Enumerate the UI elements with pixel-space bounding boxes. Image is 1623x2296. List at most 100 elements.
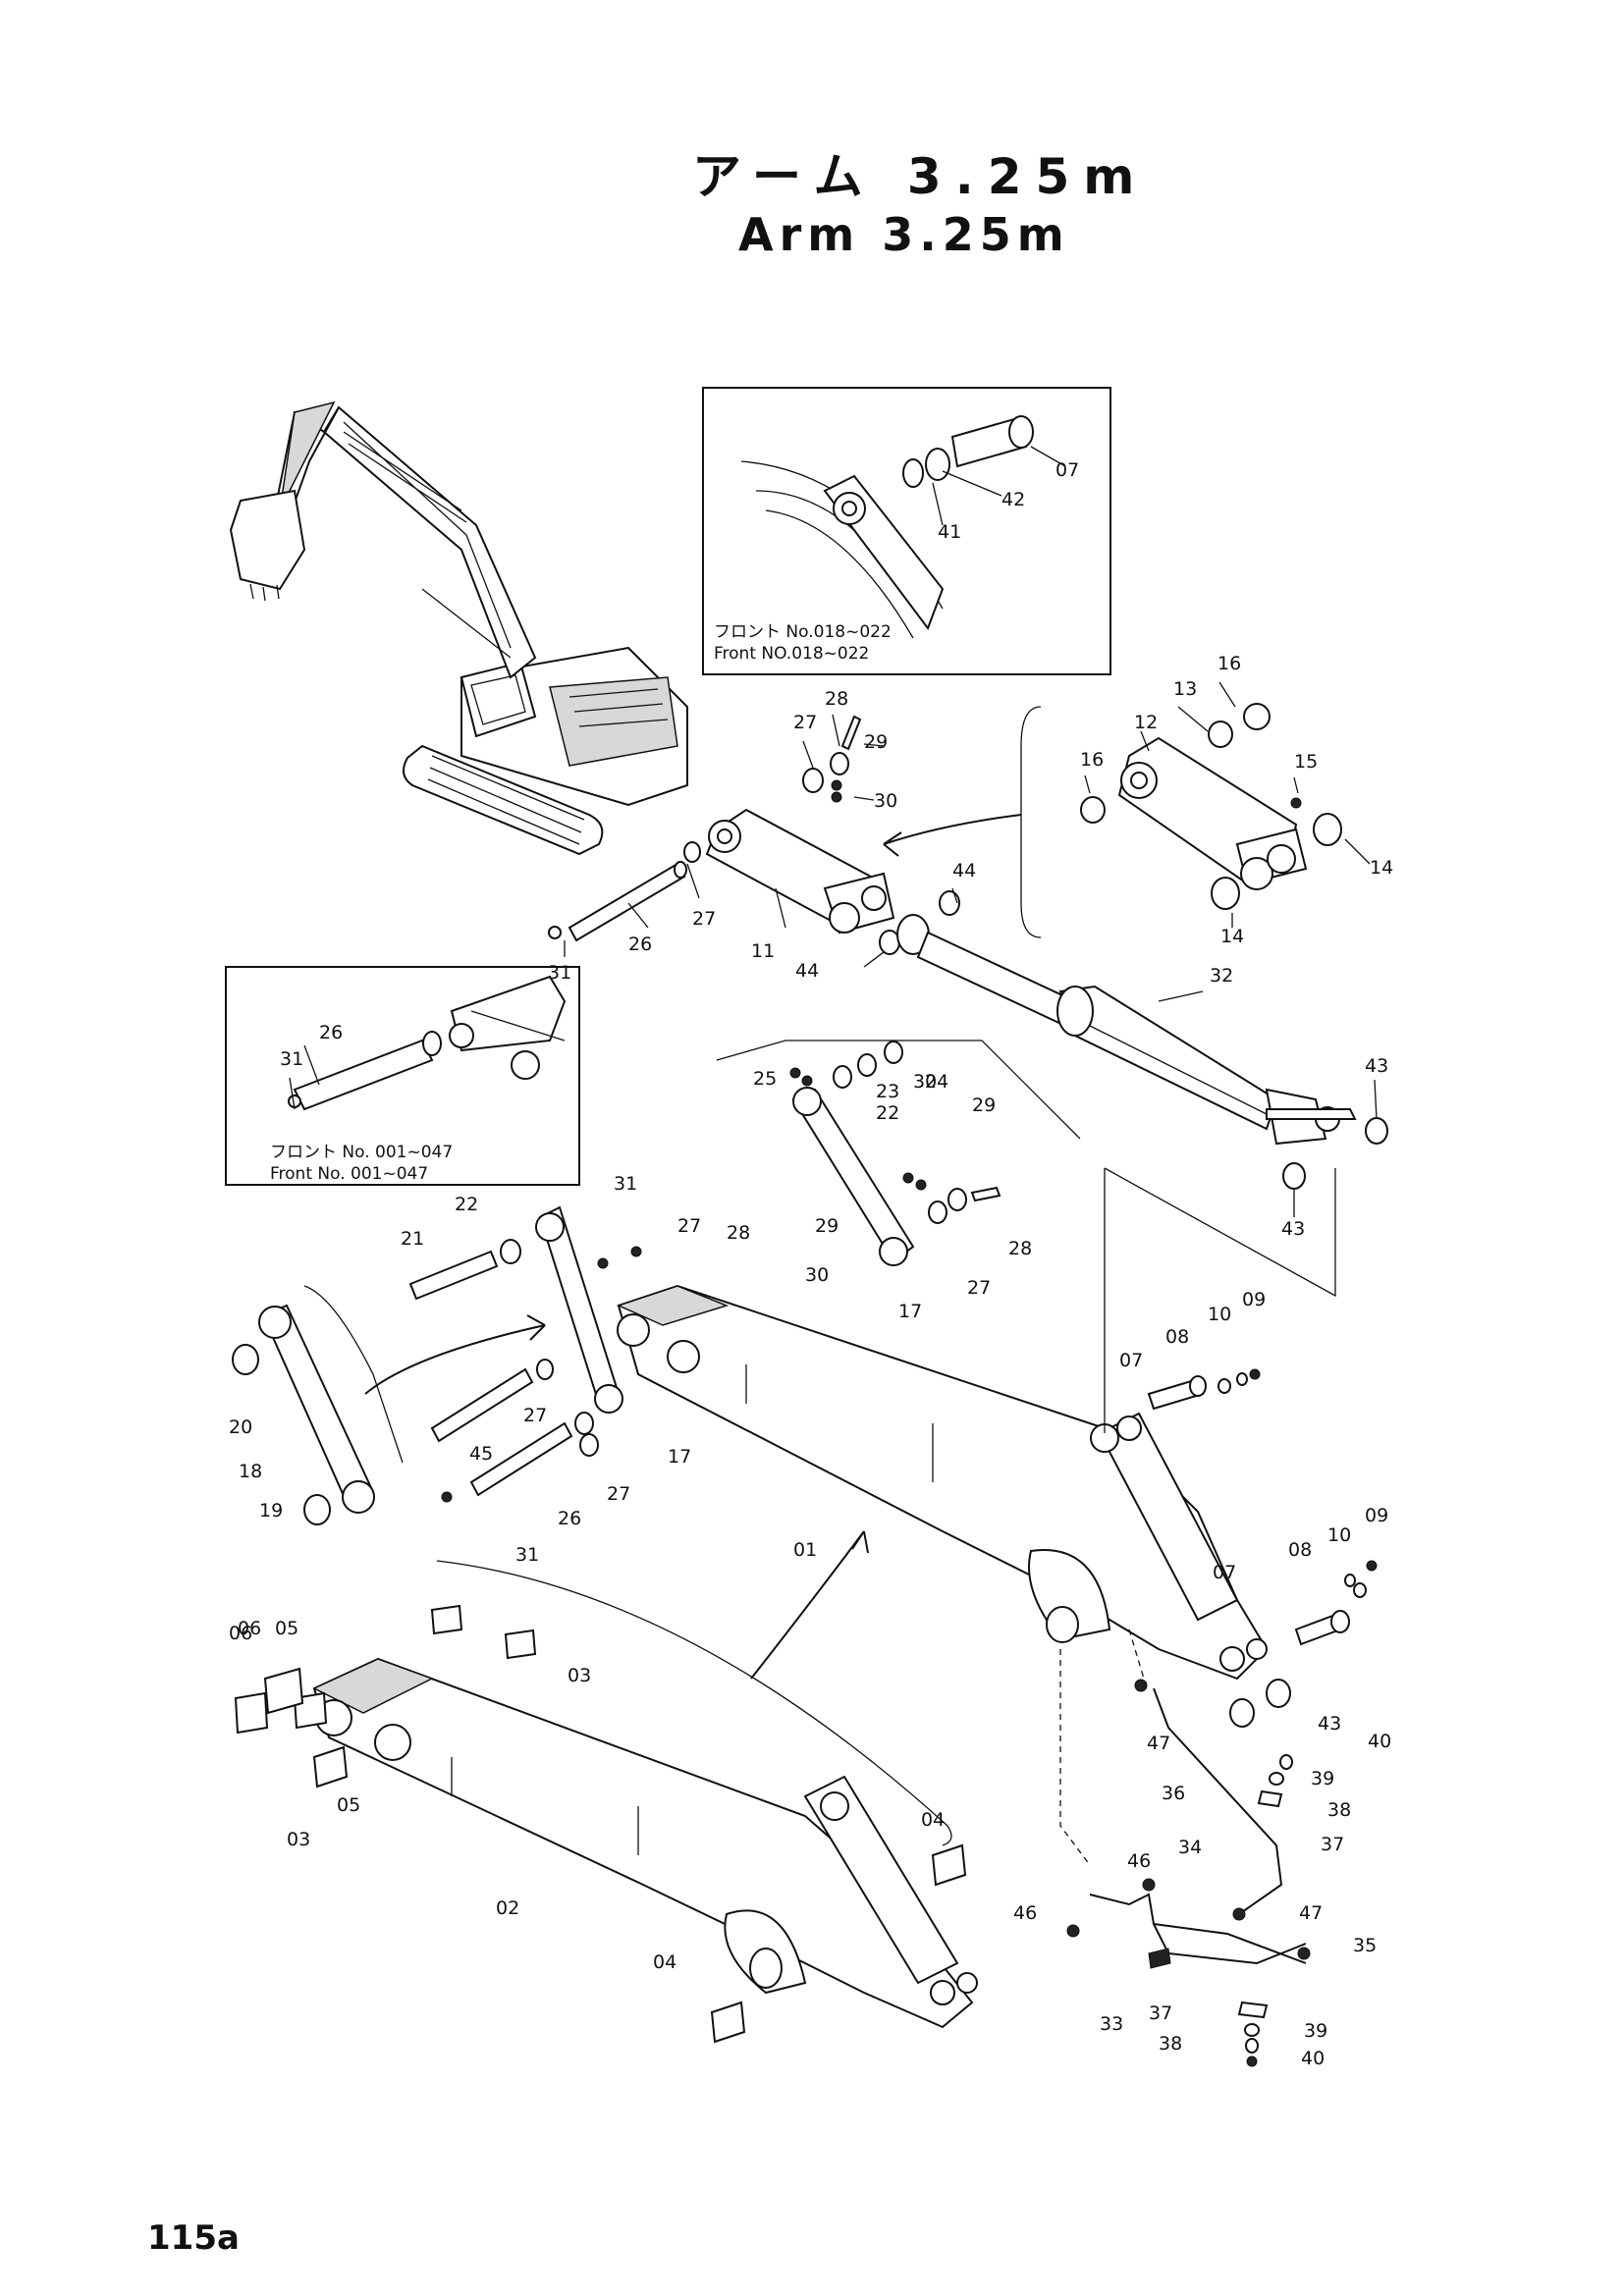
hydraulic-lines — [1059, 1629, 1311, 2067]
callout-label: 28 — [727, 1222, 750, 1244]
callout-label: 17 — [898, 1301, 922, 1322]
callout-label: 43 — [1281, 1218, 1305, 1240]
callout-label: 40 — [1368, 1731, 1391, 1752]
callout-label: 41 — [938, 521, 961, 543]
callout-label: 34 — [1178, 1837, 1202, 1858]
callout-label: 33 — [1100, 2013, 1123, 2035]
excavator-overview-illustration — [229, 400, 688, 856]
callout-label: 27 — [967, 1277, 991, 1299]
inset-box-front-001-047 — [225, 966, 580, 1186]
callout-label: 29 — [815, 1215, 839, 1237]
callout-label: 19 — [259, 1500, 283, 1522]
page-title-en: Arm 3.25m — [738, 208, 1070, 261]
link-12-detail — [883, 703, 1342, 938]
callout-label: 05 — [275, 1618, 298, 1639]
callout-label: 14 — [1370, 857, 1393, 879]
callout-label: 28 — [1008, 1238, 1032, 1259]
callout-label: 39 — [1304, 2020, 1327, 2042]
callout-label: 26 — [319, 1022, 343, 1043]
callout-label: 01 — [793, 1539, 817, 1561]
callout-label: 45 — [469, 1443, 493, 1465]
callout-label: 16 — [1080, 749, 1104, 771]
callout-label: 47 — [1147, 1733, 1170, 1754]
link-17-upper — [716, 1040, 1081, 1266]
arm-01 — [616, 1167, 1378, 1728]
cylinder-32 — [916, 931, 1388, 1190]
callout-label: 20 — [229, 1416, 252, 1438]
callout-label: 14 — [1220, 926, 1244, 947]
callout-label: 38 — [1327, 1799, 1351, 1821]
callout-label: 26 — [628, 934, 652, 955]
callout-label: 31 — [614, 1173, 637, 1195]
callout-label: 05 — [337, 1794, 360, 1816]
callout-label: 07 — [1119, 1350, 1143, 1371]
inset-note-jp: フロント No. 001~047 — [270, 1143, 454, 1162]
callout-label: 46 — [1013, 1902, 1037, 1924]
inset-note-en: Front NO.018~022 — [714, 644, 870, 664]
callout-label: 28 — [825, 688, 848, 710]
inset-note-jp: フロント No.018~022 — [714, 622, 892, 642]
callout-label: 07 — [1213, 1562, 1236, 1583]
callout-label: 10 — [1327, 1524, 1351, 1546]
callout-label: 36 — [1162, 1783, 1185, 1804]
callout-label: 27 — [607, 1483, 630, 1505]
callout-label: 42 — [1001, 489, 1025, 510]
callout-label: 43 — [1365, 1055, 1388, 1077]
callout-label: 37 — [1149, 2002, 1172, 2024]
callout-label: 39 — [1311, 1768, 1334, 1789]
arm-02 — [234, 1530, 978, 2044]
callout-label: 21 — [401, 1228, 424, 1250]
callout-label: 17 — [668, 1446, 691, 1468]
callout-label: 27 — [677, 1215, 701, 1237]
callout-label: 47 — [1299, 1902, 1323, 1924]
callout-label: 29 — [864, 731, 888, 753]
callout-label: 46 — [1127, 1850, 1151, 1872]
callout-label: 02 — [496, 1897, 519, 1919]
inset-note-front-018-022: フロント No.018~022 Front NO.018~022 — [714, 621, 892, 665]
callout-label: 44 — [795, 960, 819, 982]
callout-label: 44 — [952, 860, 976, 881]
callout-label: 31 — [280, 1048, 303, 1070]
callout-label: 10 — [1208, 1304, 1231, 1325]
callout-label: 03 — [287, 1829, 310, 1850]
callout-label: 15 — [1294, 751, 1318, 773]
callout-label: 06 — [238, 1618, 261, 1639]
callout-label: 03 — [568, 1665, 591, 1686]
callout-label: 38 — [1159, 2033, 1182, 2055]
callout-label: 04 — [921, 1809, 945, 1831]
callout-label: 25 — [753, 1068, 777, 1090]
link-11-assembly — [548, 715, 960, 955]
page-number: 115a — [147, 2218, 240, 2258]
callout-label: 09 — [1242, 1289, 1266, 1310]
page-title-jp: アーム 3.25m — [692, 148, 1149, 205]
callout-label: 22 — [455, 1194, 478, 1215]
callout-label: 40 — [1301, 2048, 1325, 2069]
link-18 — [232, 1285, 546, 1525]
callout-label: 08 — [1165, 1326, 1189, 1348]
callout-label: 12 — [1134, 712, 1158, 733]
inset-note-front-001-047: フロント No. 001~047 Front No. 001~047 — [270, 1142, 453, 1185]
callout-label: 31 — [548, 962, 571, 984]
leader-lines — [289, 446, 1378, 1217]
callout-label: 18 — [239, 1461, 262, 1482]
callout-label: 35 — [1353, 1935, 1377, 1956]
callout-label: 07 — [1055, 459, 1079, 481]
callout-label: 31 — [515, 1544, 539, 1566]
inset-note-en: Front No. 001~047 — [270, 1164, 429, 1184]
callout-label: 06 — [229, 1623, 252, 1644]
callout-label: 30 — [874, 790, 897, 812]
callout-label: 26 — [558, 1508, 581, 1529]
callout-label: 27 — [523, 1405, 547, 1426]
callout-label: 16 — [1217, 653, 1241, 674]
callout-label: 23 — [876, 1081, 899, 1102]
callout-label: 27 — [692, 908, 716, 930]
callout-label: 13 — [1173, 678, 1197, 700]
callout-label: 30 — [805, 1264, 829, 1286]
callout-label: 43 — [1318, 1713, 1341, 1735]
callout-label: 37 — [1321, 1834, 1344, 1855]
callout-label: 08 — [1288, 1539, 1312, 1561]
callout-label: 30 — [913, 1071, 937, 1093]
callout-label: 29 — [972, 1095, 996, 1116]
